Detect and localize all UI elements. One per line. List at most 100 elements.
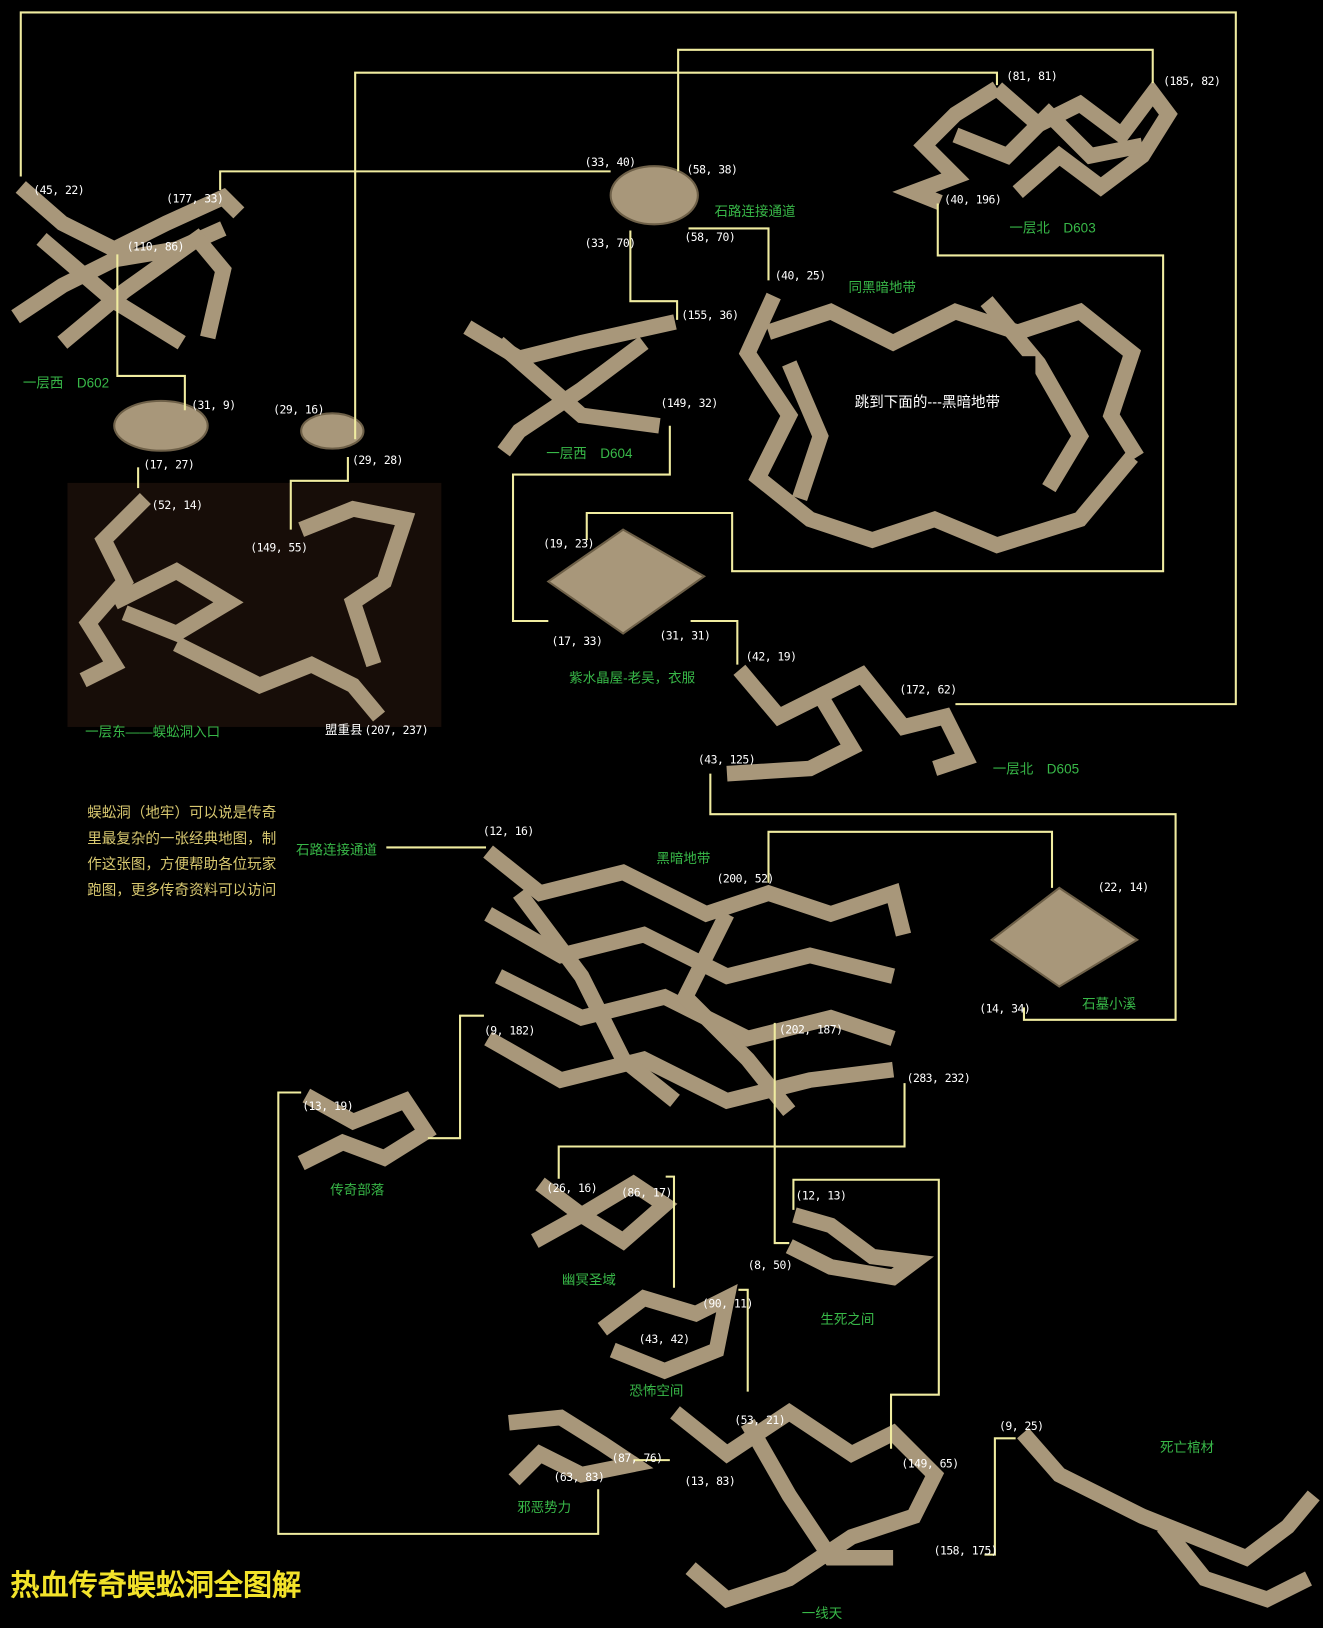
room-29-16 [300,412,365,450]
coord-label: (52, 14) [151,498,203,512]
cave-d603 [892,81,1002,210]
coord-label: (9, 182) [483,1023,535,1038]
region-label-entrance: 一层东——蜈蚣洞入口 [85,723,221,740]
route-line [688,227,770,281]
cave-one-line-sky [670,1402,945,1609]
region-label-d604: 一层西 D604 [546,445,633,462]
rooms [113,165,1140,988]
coord-label: (42, 19) [745,650,797,664]
coord-label: (40, 196) [943,193,1002,207]
route-line [116,254,186,411]
cave-life-death [785,1207,934,1286]
cave-dark-zone [513,888,680,1107]
coord-label: (202, 187) [778,1022,843,1037]
cave-d604 [463,314,677,367]
coord-label: (58, 70) [684,230,736,245]
region-label-mengzhong: 盟重县 [325,722,363,738]
coord-label: (45, 22) [33,183,85,198]
cave-evil [508,1409,654,1486]
cave-entrance [298,500,416,668]
route-line [629,230,679,320]
room-31-9 [113,399,209,452]
note-line: 跑图，更多传奇资料可以访问 [87,881,277,899]
cave-same-dark [980,296,1090,493]
cave-entrance [173,636,386,722]
route-line [738,1288,749,1392]
cave-d602 [15,181,245,258]
region-label-stone-tomb: 石墓小溪 [1082,995,1137,1012]
coord-label: (149, 55) [250,541,308,555]
coord-label: (33, 70) [584,236,636,251]
coord-label: (17, 27) [143,457,195,472]
cave-dark-zone [484,907,895,985]
route-line [585,203,1165,573]
coord-label: (172, 62) [899,683,957,697]
room-stone-road [609,165,699,226]
coord-label: (29, 16) [273,402,324,417]
route-line [773,1022,790,1245]
coord-label: (177, 33) [166,192,224,206]
coord-label: (8, 50) [747,1258,793,1273]
description-note: 蜈蚣洞（地牢）可以说是传奇 里最复杂的一张经典地图，制 作这张图，方便帮助各位玩… [87,800,276,904]
region-label-legend-tribe: 传奇部落 [330,1181,385,1198]
region-label-same-dark: 同黑暗地带 [848,279,916,295]
region-label-nether: 幽冥圣域 [561,1272,616,1288]
cave-entrance [78,492,151,688]
route-line [427,1014,484,1140]
cave-passages [11,80,1320,1609]
region-label-dark-zone: 黑暗地带 [656,850,711,867]
region-label-one-line-sky: 一线天 [801,1605,843,1622]
route-line [219,170,611,191]
room-crystal-house [546,528,707,635]
route-lines [19,11,1237,1556]
note-line: 里最复杂的一张经典地图，制 [87,829,277,847]
coord-label: (149, 65) [901,1457,959,1471]
route-line [709,773,1177,1021]
coord-label: (158, 175) [933,1544,998,1558]
cave-legend-tribe [297,1088,437,1171]
room-stone-tomb [990,886,1140,988]
coord-label: (283, 232) [906,1071,971,1086]
cave-one-line-sky [740,1418,894,1566]
coord-label: (14, 34) [979,1002,1031,1016]
route-line [767,830,1054,888]
cave-same-dark [738,292,1138,554]
route-line [19,11,1237,706]
cave-d605 [726,664,863,782]
coord-label: (29, 28) [352,453,403,468]
cave-d604 [493,336,661,434]
map-title: 热血传奇蜈蚣洞全图解 [10,1569,302,1602]
route-line [511,425,671,623]
coord-label: (12, 13) [795,1189,847,1203]
region-label-terror: 恐怖空间 [629,1383,684,1399]
coord-label: (9, 25) [999,1419,1044,1434]
coord-label: (43, 125) [697,752,756,767]
coord-label: (22, 14) [1097,880,1149,895]
route-line [354,71,998,440]
coord-label: (81, 81) [1006,69,1058,84]
coord-label: (13, 19) [302,1099,354,1114]
region-label-stone-road-top: 石路连接通道 [714,203,796,220]
coord-label: (33, 40) [584,155,636,170]
note-line: 蜈蚣洞（地牢）可以说是传奇 [87,803,277,821]
coord-label: (185, 82) [1163,74,1221,89]
coord-label: (86, 17) [621,1185,672,1200]
region-label-stone-road-left: 石路连接通道 [295,842,377,858]
route-line [557,1083,906,1179]
cave-d604 [497,336,649,457]
coord-label: (13, 83) [684,1474,736,1489]
region-label-life-death: 生死之间 [820,1311,875,1328]
route-line [690,619,739,665]
coord-label: (90, 11) [702,1297,753,1311]
coord-label: (43, 42) [638,1332,690,1346]
route-line [677,48,1154,172]
route-line [665,1175,676,1288]
cave-nether [531,1174,678,1251]
route-line [792,1178,940,1449]
coord-label: (149, 32) [660,396,718,411]
region-label-d602: 一层西 D602 [22,374,110,391]
jump-note: 跳到下面的---黑暗地带 [854,393,1001,411]
coord-label: (19, 23) [543,536,595,551]
